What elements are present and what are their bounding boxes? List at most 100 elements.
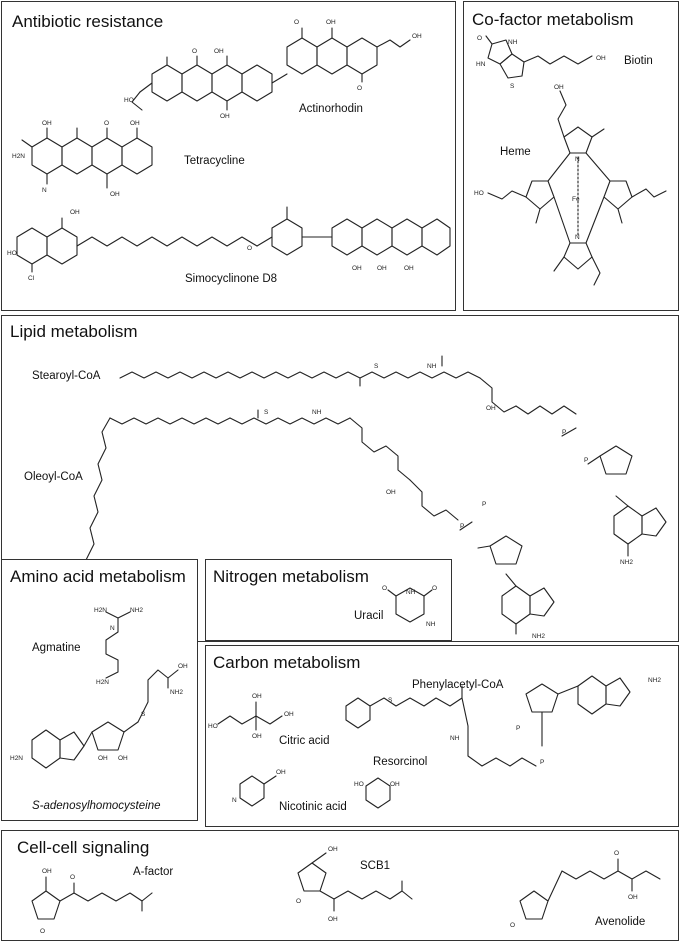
compound-label-actinorhodin: Actinorhodin bbox=[299, 103, 363, 115]
atom-label: S bbox=[388, 697, 393, 704]
atom-label: O bbox=[382, 585, 387, 592]
atom-label: N bbox=[42, 187, 47, 194]
atom-label: OH bbox=[42, 868, 52, 875]
atom-label: OH bbox=[326, 19, 336, 26]
atom-label: P bbox=[540, 759, 544, 766]
panel-title: Amino acid metabolism bbox=[10, 567, 186, 586]
atom-label: H2N bbox=[94, 607, 107, 614]
stearoyl-coa-structure: S NH OH bbox=[119, 355, 517, 413]
atom-label: NH bbox=[406, 589, 416, 596]
atom-label: OH bbox=[352, 265, 362, 272]
atom-label: OH bbox=[554, 84, 564, 91]
atom-label: P bbox=[482, 501, 486, 508]
panel-title: Carbon metabolism bbox=[213, 653, 361, 672]
atom-label: OH bbox=[118, 755, 128, 762]
atom-label: S bbox=[264, 409, 269, 416]
atom-label: OH bbox=[390, 781, 400, 788]
atom-label: H2N bbox=[10, 755, 23, 762]
compound-label-biotin: Biotin bbox=[624, 55, 653, 67]
atom-label: P bbox=[584, 457, 588, 464]
atom-label: S bbox=[510, 83, 515, 90]
compound-label-agmatine: Agmatine bbox=[32, 642, 81, 654]
sah-structure: S OH NH2 OH OH H2N bbox=[10, 663, 188, 769]
atom-label: HO bbox=[474, 190, 484, 197]
atom-label: OH bbox=[284, 711, 294, 718]
panel-cofactor-metabolism: Co-factor metabolism O NH HN S OH Biotin… bbox=[463, 1, 679, 311]
atom-label: O bbox=[70, 874, 75, 881]
atom-label: HO bbox=[7, 250, 17, 257]
uracil-structure: O O NH NH bbox=[382, 585, 437, 628]
atom-label: NH2 bbox=[170, 689, 183, 696]
atom-label: N bbox=[232, 797, 237, 804]
atom-label: O bbox=[40, 928, 45, 935]
compound-label-phenylacetyl-coa: Phenylacetyl-CoA bbox=[412, 679, 504, 691]
atom-label: P bbox=[516, 725, 520, 732]
signaling-structures: OH O O OH OH O O OH O bbox=[31, 846, 661, 935]
atom-label: NH bbox=[450, 735, 460, 742]
panel-carbon-metabolism: Carbon metabolism Phenylacetyl-CoA Citri… bbox=[205, 645, 679, 827]
panel-antibiotic-resistance: Antibiotic resistance OH OH O OH HO OH O… bbox=[1, 1, 456, 311]
atom-label: NH bbox=[426, 621, 436, 628]
atom-label: O bbox=[510, 922, 515, 929]
atom-label: OH bbox=[70, 209, 80, 216]
atom-label: O bbox=[432, 585, 437, 592]
carbon-structures: HO OH OH OH S NH P P NH2 HO OH N OH bbox=[208, 675, 661, 809]
atom-label: NH bbox=[312, 409, 322, 416]
tetracycline-structure: H2N OH O OH N OH bbox=[12, 120, 153, 198]
atom-label: OH bbox=[178, 663, 188, 670]
biotin-structure: O NH HN S OH bbox=[476, 35, 606, 90]
atom-label: O bbox=[614, 850, 619, 857]
atom-label: OH bbox=[130, 120, 140, 127]
panel-title: Lipid metabolism bbox=[10, 322, 138, 341]
atom-label: OH bbox=[386, 489, 396, 496]
compound-label-scb1: SCB1 bbox=[360, 860, 391, 872]
panel-title: Co-factor metabolism bbox=[472, 10, 634, 29]
compound-label-heme: Heme bbox=[500, 146, 531, 158]
atom-label: NH2 bbox=[532, 633, 545, 640]
atom-label: OH bbox=[377, 265, 387, 272]
atom-label: O bbox=[296, 898, 301, 905]
compound-label-avenolide: Avenolide bbox=[595, 916, 646, 928]
atom-label: HO bbox=[208, 723, 218, 730]
atom-label: H2N bbox=[12, 153, 25, 160]
atom-label: OH bbox=[276, 769, 286, 776]
panel-title: Cell-cell signaling bbox=[17, 838, 150, 857]
atom-label: OH bbox=[42, 120, 52, 127]
atom-label: S bbox=[141, 711, 146, 718]
compound-label-stearoyl-coa: Stearoyl-CoA bbox=[32, 370, 101, 382]
atom-label: N bbox=[575, 234, 580, 241]
atom-label: HO bbox=[354, 781, 364, 788]
atom-label: O bbox=[357, 85, 362, 92]
atom-label: OH bbox=[328, 846, 338, 853]
atom-label: OH bbox=[214, 48, 224, 55]
panel-nitrogen-metabolism: Nitrogen metabolism Uracil O O NH NH bbox=[205, 559, 452, 641]
actinorhodin-structure: OH OH O OH HO OH O O bbox=[124, 19, 422, 120]
atom-label: OH bbox=[252, 693, 262, 700]
compound-label-a-factor: A-factor bbox=[133, 866, 174, 878]
atom-label: H2N bbox=[96, 679, 109, 686]
atom-label: O bbox=[104, 120, 109, 127]
atom-label: OH bbox=[110, 191, 120, 198]
atom-label: NH2 bbox=[130, 607, 143, 614]
panel-title: Nitrogen metabolism bbox=[213, 567, 369, 586]
atom-label: P bbox=[460, 523, 464, 530]
panel-amino-acid-metabolism: Amino acid metabolism Agmatine S-adenosy… bbox=[1, 559, 198, 821]
atom-label: OH bbox=[220, 113, 230, 120]
atom-label: OH bbox=[628, 894, 638, 901]
atom-label: NH bbox=[427, 363, 437, 370]
heme-structure: Fe N N OH HO bbox=[474, 84, 667, 286]
compound-label-simocyclinone-d8: Simocyclinone D8 bbox=[185, 273, 278, 285]
compound-label-tetracycline: Tetracycline bbox=[184, 155, 245, 167]
compound-label-sah: S-adenosylhomocysteine bbox=[32, 800, 161, 812]
atom-label: OH bbox=[98, 755, 108, 762]
panel-title: Antibiotic resistance bbox=[12, 12, 164, 31]
atom-label: Cl bbox=[28, 275, 35, 282]
atom-label: OH bbox=[328, 916, 338, 923]
atom-label: O bbox=[247, 245, 252, 252]
atom-label: O bbox=[294, 19, 299, 26]
compound-label-resorcinol: Resorcinol bbox=[373, 756, 428, 768]
oleoyl-coa-structure: S NH OH bbox=[85, 409, 459, 577]
atom-label: NH bbox=[508, 39, 518, 46]
atom-label: OH bbox=[412, 33, 422, 40]
panel-cell-cell-signaling: Cell-cell signaling A-factor SCB1 Avenol… bbox=[1, 830, 679, 941]
